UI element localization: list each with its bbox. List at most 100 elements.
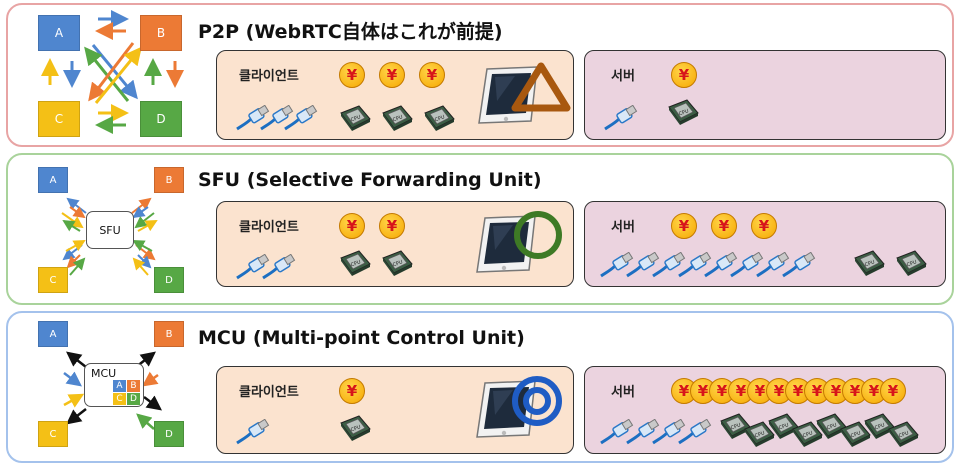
lan-cable-icon: [755, 251, 791, 278]
svg-text:CPU: CPU: [802, 430, 814, 439]
svg-text:CPU: CPU: [434, 114, 446, 123]
lan-cable-icon: [599, 251, 635, 278]
yen-coin-icon: ¥: [339, 62, 365, 88]
cpu-chip-icon: CPU: [885, 419, 921, 449]
svg-text:CPU: CPU: [730, 422, 742, 431]
p2p-client-label: 클라이언트: [239, 69, 299, 84]
cpu-chip-icon: CPU: [837, 419, 873, 449]
lan-cable-icon: [729, 251, 765, 278]
sfu-hub-box: SFU: [86, 211, 134, 249]
lan-cable-icon: [651, 418, 687, 445]
cpu-chip-icon: CPU: [789, 419, 825, 449]
triangle-rating-mark: [511, 62, 571, 112]
yen-coin-icon: ¥: [339, 378, 365, 404]
svg-text:CPU: CPU: [864, 259, 876, 268]
mcu-node-d: D: [154, 421, 184, 447]
lan-cable-icon: [651, 251, 687, 278]
p2p-arrows: [41, 10, 184, 134]
lan-cable-icon: [235, 104, 271, 131]
cpu-chip-icon: CPU: [893, 248, 929, 278]
svg-text:CPU: CPU: [778, 422, 790, 431]
cpu-chip-icon: CPU: [337, 248, 373, 278]
svg-text:CPU: CPU: [350, 259, 362, 268]
yen-coin-icon: ¥: [711, 213, 737, 239]
p2p-section: A B C D P2P (WebRTC自体はこれが前提) 클라이언트 ¥ ¥ ¥…: [6, 3, 954, 147]
yen-coin-icon: ¥: [671, 62, 697, 88]
mcu-mix-b: B: [127, 380, 140, 392]
svg-text:CPU: CPU: [392, 259, 404, 268]
cpu-chip-icon: CPU: [741, 419, 777, 449]
p2p-client-panel: 클라이언트 ¥ ¥ ¥ CPU CPU CPU: [216, 50, 574, 140]
yen-coin-icon: ¥: [880, 378, 906, 404]
cpu-chip-icon: CPU: [337, 103, 373, 133]
mcu-title: MCU (Multi-point Control Unit): [198, 327, 525, 349]
svg-text:CPU: CPU: [898, 430, 910, 439]
sfu-node-b: B: [154, 167, 184, 193]
sfu-client-panel: 클라이언트 ¥ ¥ CPU CPU: [216, 201, 574, 287]
cpu-chip-icon: CPU: [421, 103, 457, 133]
mcu-mix-c: C: [113, 393, 126, 405]
mcu-client-label: 클라이언트: [239, 385, 299, 400]
mcu-node-b: B: [154, 321, 184, 347]
yen-coin-icon: ¥: [751, 213, 777, 239]
mcu-node-c: C: [38, 421, 68, 447]
sfu-server-label: 서버: [611, 220, 635, 235]
mcu-hub-label: MCU: [91, 367, 117, 380]
lan-cable-icon: [259, 104, 295, 131]
svg-text:CPU: CPU: [392, 114, 404, 123]
cpu-chip-icon: CPU: [379, 248, 415, 278]
mcu-mix-d: D: [127, 393, 140, 405]
mcu-node-a: A: [38, 321, 68, 347]
mcu-diagram: A B C D MCU A B C D: [8, 313, 198, 461]
p2p-node-d: D: [140, 101, 182, 137]
p2p-server-label: 서버: [611, 69, 635, 84]
mcu-section: A B C D MCU A B C D MCU (Multi-point Con…: [6, 311, 954, 463]
mcu-mix-a: A: [113, 380, 126, 392]
sfu-client-label: 클라이언트: [239, 220, 299, 235]
sfu-arrows: [61, 197, 158, 276]
yen-coin-icon: ¥: [379, 62, 405, 88]
sfu-section: A B C D SFU SFU (Selective Forwarding Un…: [6, 153, 954, 305]
svg-text:CPU: CPU: [826, 422, 838, 431]
p2p-server-panel: 서버 ¥ CPU: [584, 50, 946, 140]
lan-cable-icon: [625, 418, 661, 445]
lan-cable-icon: [677, 418, 713, 445]
sfu-node-d: D: [154, 267, 184, 293]
yen-coin-icon: ¥: [671, 213, 697, 239]
lan-cable-icon: [283, 104, 319, 131]
mcu-server-label: 서버: [611, 385, 635, 400]
yen-coin-icon: ¥: [419, 62, 445, 88]
double-circle-rating-mark: [512, 376, 562, 426]
p2p-node-b: B: [140, 15, 182, 51]
lan-cable-icon: [703, 251, 739, 278]
svg-text:CPU: CPU: [874, 422, 886, 431]
svg-text:CPU: CPU: [850, 430, 862, 439]
svg-text:CPU: CPU: [350, 424, 362, 433]
sfu-title: SFU (Selective Forwarding Unit): [198, 169, 542, 191]
lan-cable-icon: [677, 251, 713, 278]
lan-cable-icon: [781, 251, 817, 278]
cpu-chip-icon: CPU: [861, 411, 897, 441]
yen-coin-icon: ¥: [379, 213, 405, 239]
p2p-node-c: C: [38, 101, 80, 137]
lan-cable-icon: [235, 418, 271, 445]
cpu-chip-icon: CPU: [665, 97, 701, 127]
lan-cable-icon: [261, 253, 297, 280]
lan-cable-icon: [599, 418, 635, 445]
cpu-chip-icon: CPU: [379, 103, 415, 133]
svg-text:CPU: CPU: [906, 259, 918, 268]
p2p-title: P2P (WebRTC自体はこれが前提): [198, 21, 503, 43]
svg-text:CPU: CPU: [350, 114, 362, 123]
lan-cable-icon: [625, 251, 661, 278]
yen-coin-icon: ¥: [339, 213, 365, 239]
sfu-node-a: A: [38, 167, 68, 193]
lan-cable-icon: [235, 253, 271, 280]
cpu-chip-icon: CPU: [765, 411, 801, 441]
cpu-chip-icon: CPU: [337, 413, 373, 443]
svg-text:CPU: CPU: [678, 108, 690, 117]
sfu-diagram: A B C D SFU: [8, 155, 198, 303]
sfu-server-panel: 서버 ¥ ¥ ¥ CPU CPU: [584, 201, 946, 287]
p2p-diagram: A B C D: [8, 5, 198, 145]
cpu-chip-icon: CPU: [851, 248, 887, 278]
